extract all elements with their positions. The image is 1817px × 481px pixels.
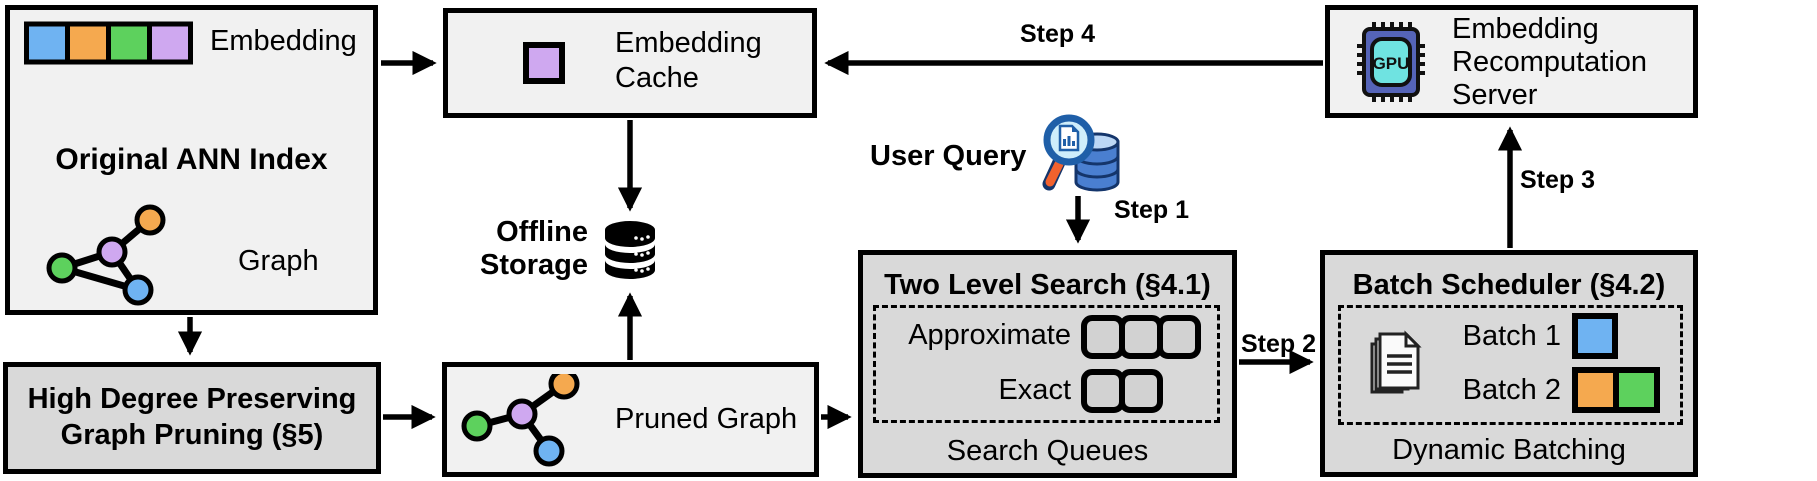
queue-slot (1119, 315, 1163, 359)
gpu-icon: GPU (1357, 22, 1425, 102)
search-queues-caption: Search Queues (946, 435, 1149, 467)
pruned-graph-label: Pruned Graph (615, 403, 798, 435)
approximate-queue-slots (1081, 315, 1201, 359)
pruned-graph-icon (461, 374, 580, 467)
exact-queue-slots (1081, 369, 1163, 413)
user-query-label: User Query (870, 140, 1027, 172)
recomputation-server-box: GPU Embedding Recomputation Server (1325, 5, 1698, 118)
cached-embedding-icon (523, 42, 565, 84)
search-queues-panel: Approximate Exact (873, 305, 1220, 423)
two-level-search-box: Two Level Search (§4.1) Approximate Exac… (858, 250, 1237, 478)
batch-scheduler-title: Batch Scheduler (§4.2) (1352, 269, 1666, 301)
graph-icon (46, 204, 166, 306)
user-query-icon (1042, 114, 1120, 192)
two-level-search-title: Two Level Search (§4.1) (884, 269, 1211, 301)
graph-pruning-title: High Degree Preserving Graph Pruning (§5… (27, 383, 357, 451)
gpu-icon-label: GPU (1373, 54, 1410, 73)
original-ann-index-title: Original ANN Index (55, 143, 328, 176)
graph-pruning-box: High Degree Preserving Graph Pruning (§5… (3, 362, 381, 474)
batch-scheduler-box: Batch Scheduler (§4.2) Batch 1 Ba (1320, 250, 1698, 477)
embedding-cache-title: Embedding Cache (615, 27, 762, 94)
batch2-label: Batch 2 (1462, 374, 1561, 406)
dynamic-batching-panel: Batch 1 Batch 2 (1338, 305, 1683, 425)
step4-label: Step 4 (1020, 20, 1096, 48)
step3-label: Step 3 (1520, 166, 1596, 194)
embedding-cache-box: Embedding Cache (443, 8, 817, 118)
approximate-label: Approximate (908, 319, 1071, 351)
recomputation-server-title: Embedding Recomputation Server (1452, 13, 1648, 111)
embedding-label: Embedding (210, 25, 357, 57)
offline-storage-icon (605, 221, 655, 279)
step1-label: Step 1 (1114, 196, 1190, 224)
queue-slot (1119, 369, 1163, 413)
batch1-embedding-icon (1572, 313, 1618, 359)
embedding-vector-icon (24, 21, 193, 65)
offline-storage-label: Offline Storage (480, 216, 588, 281)
batch1-label: Batch 1 (1462, 320, 1561, 352)
step2-label: Step 2 (1241, 330, 1317, 358)
batch2-embeddings-icon (1572, 367, 1660, 413)
original-ann-index-box: Embedding Original ANN Index Graph (5, 5, 378, 315)
queries-documents-icon (1370, 330, 1422, 394)
pruned-graph-box: Pruned Graph (442, 362, 819, 477)
exact-label: Exact (998, 374, 1071, 406)
graph-label: Graph (238, 245, 319, 277)
dynamic-batching-caption: Dynamic Batching (1392, 434, 1626, 466)
queue-slot (1157, 315, 1201, 359)
